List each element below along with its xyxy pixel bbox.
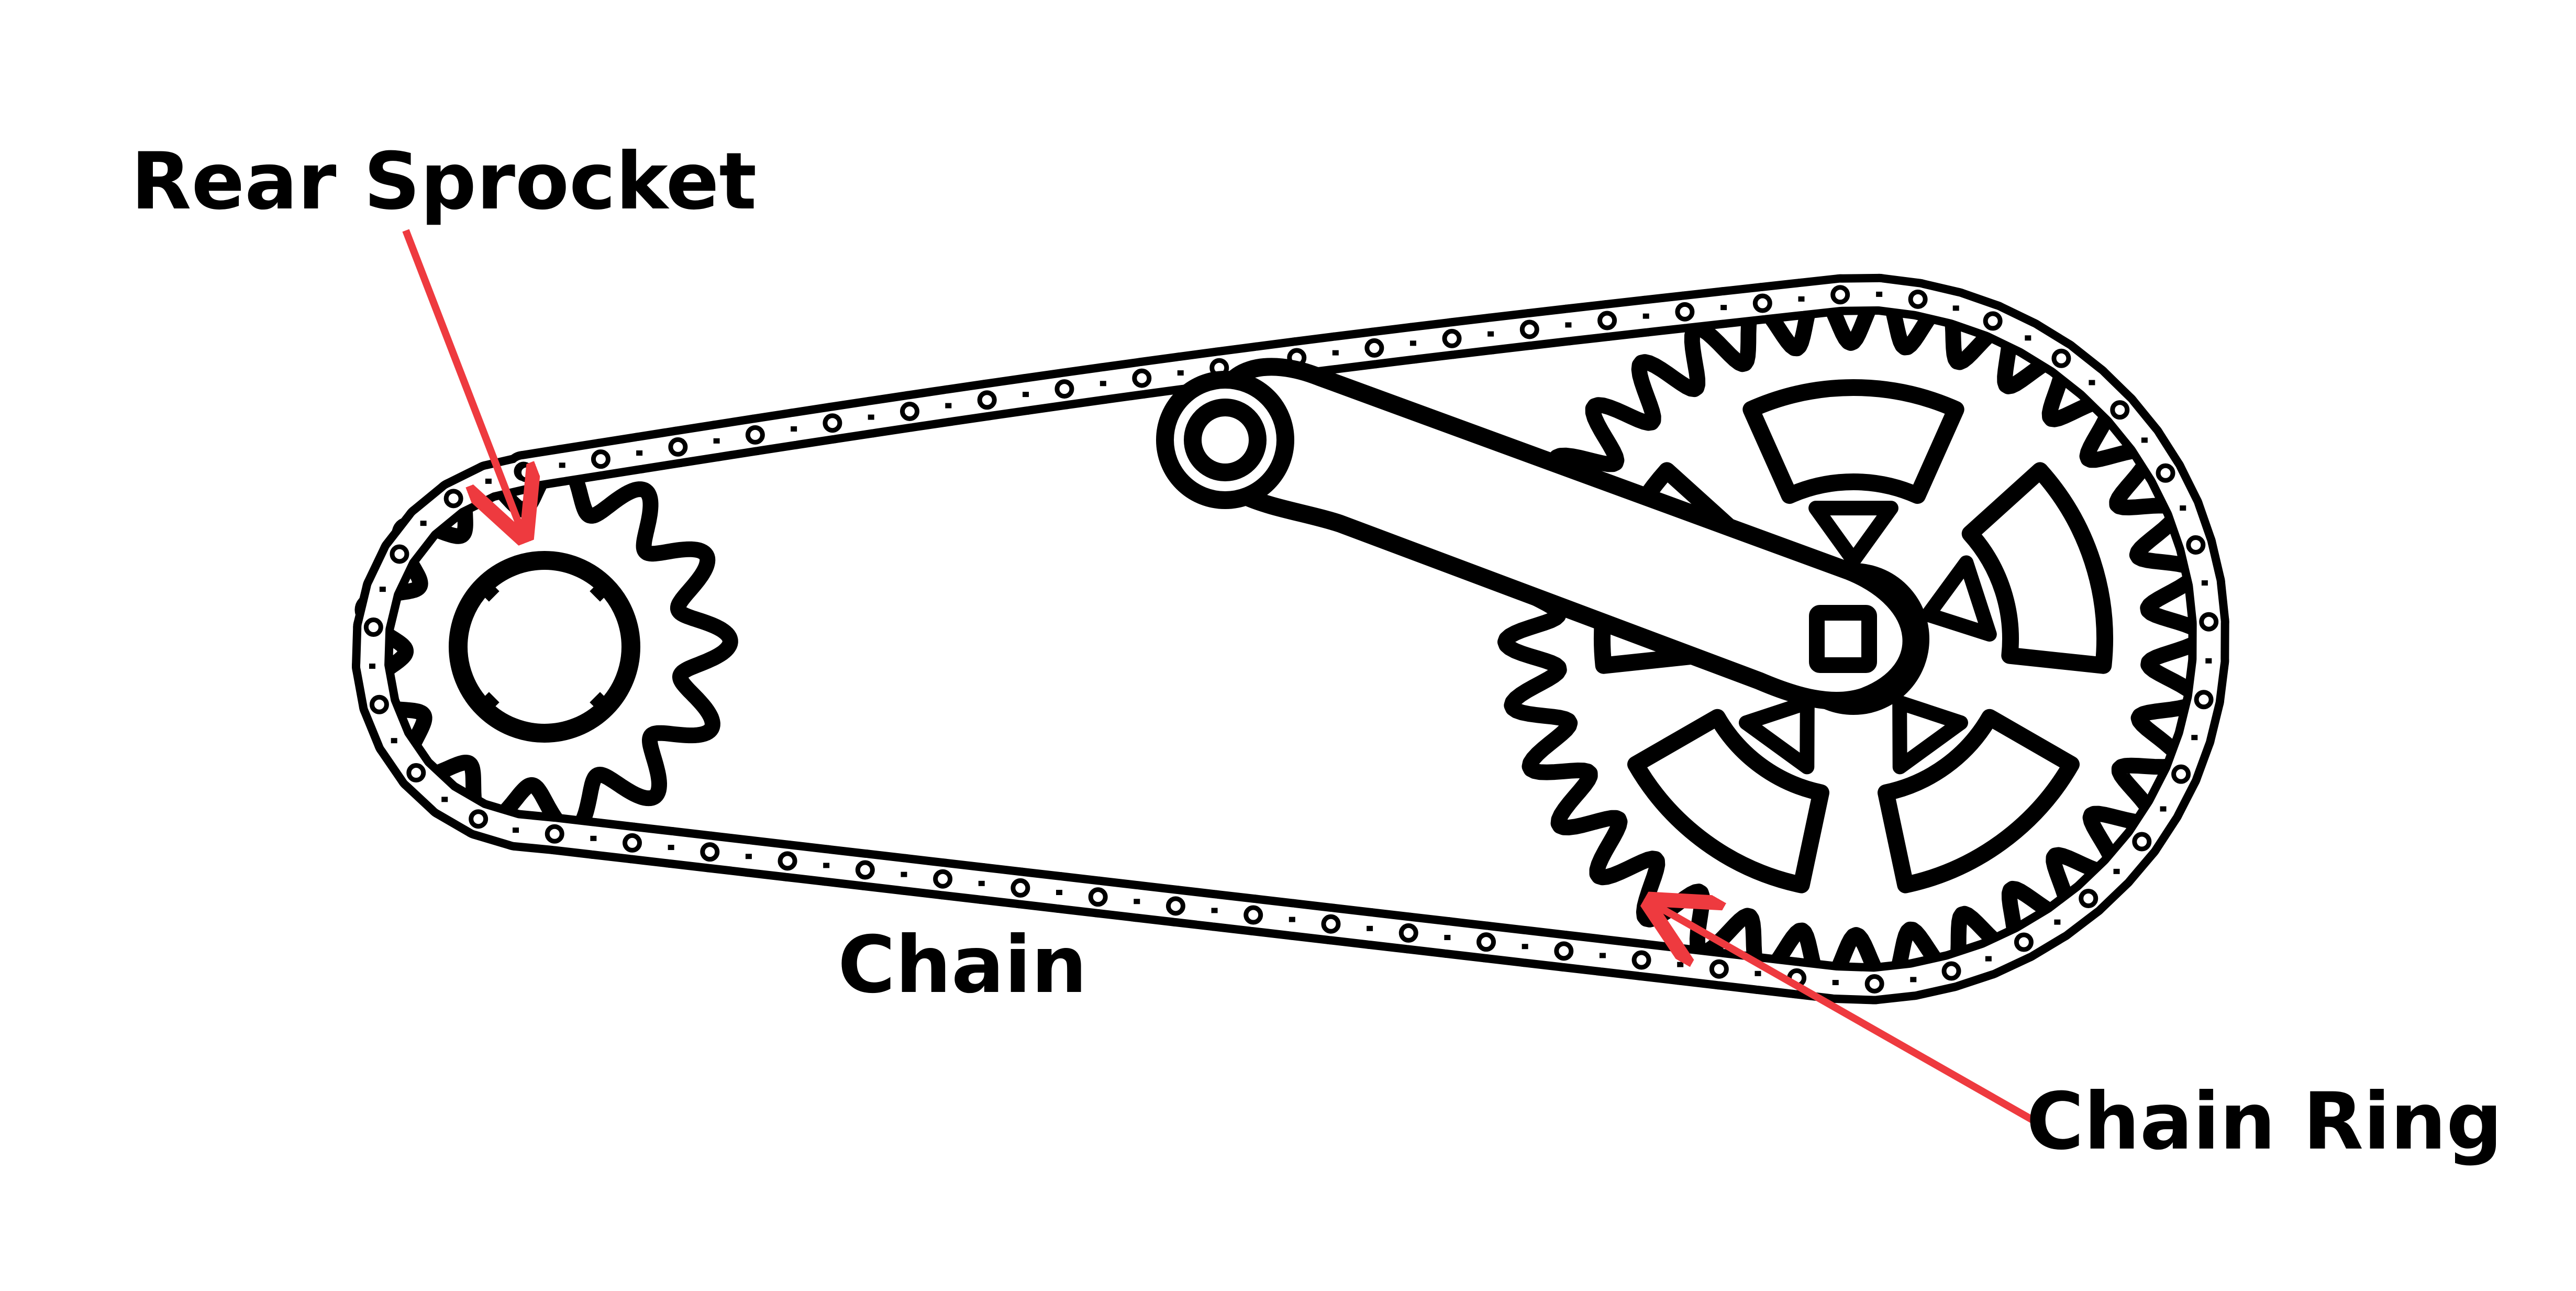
chain-pin: [625, 835, 640, 850]
chain-pin: [1367, 340, 1382, 355]
chain-pin: [2113, 403, 2127, 417]
chain-ring-label: Chain Ring: [2026, 1083, 2503, 1161]
chain-pin: [1712, 962, 1726, 976]
chain-pin: [1135, 371, 1149, 385]
chain-pin: [1445, 331, 1459, 346]
chain-pin: [366, 620, 381, 635]
chain-pin: [2202, 614, 2216, 629]
chain-pin: [1867, 976, 1882, 991]
chain-pin: [980, 393, 994, 407]
chain-pin: [409, 766, 424, 780]
chain-pin: [1246, 908, 1261, 922]
chain-pin: [1678, 304, 1692, 319]
chain-pin: [2054, 351, 2069, 366]
rear-sprocket-label: Rear Sprocket: [131, 142, 757, 221]
chain-pin: [1600, 313, 1615, 328]
chain-pin: [2135, 834, 2149, 849]
chain-pin: [1091, 890, 1105, 904]
chain-pin: [1911, 292, 1925, 306]
chain-pin: [1522, 322, 1537, 337]
chain-pin: [1944, 964, 1959, 978]
chain-pin: [1833, 288, 1848, 302]
chain-pin: [1168, 899, 1183, 913]
chain-pin: [547, 826, 562, 841]
chain-pin: [2016, 935, 2031, 950]
chain-pin: [2196, 692, 2211, 707]
chain-pin: [780, 854, 795, 868]
chain-pin: [2158, 466, 2173, 480]
chain-pin: [446, 491, 461, 506]
chain-pin: [671, 439, 685, 454]
chain-pin: [1324, 917, 1338, 931]
chain-pin: [902, 404, 917, 418]
bottom-bracket-square: [1817, 613, 1869, 665]
chain-pin: [1557, 944, 1571, 958]
chain-pin: [1985, 314, 2000, 328]
chain-pin: [2189, 537, 2203, 552]
chain-pin: [1401, 925, 1416, 940]
chain-pin: [936, 871, 950, 886]
chain-pin: [1479, 935, 1494, 950]
chain-pin: [2081, 891, 2096, 906]
chain-pin: [2174, 767, 2189, 781]
pedal-eye-inner: [1193, 407, 1258, 472]
chain-pin: [1057, 382, 1072, 396]
chain-pin: [372, 697, 386, 712]
chain-pin: [703, 845, 717, 859]
chain-ring-window: [1751, 388, 1956, 495]
chain-pin: [392, 547, 407, 561]
chain-pin: [748, 427, 762, 442]
chain-pin: [471, 812, 486, 826]
chain-pin: [825, 416, 840, 431]
chain-pin: [1013, 880, 1028, 895]
chain-pin: [1634, 953, 1649, 967]
chain-pin: [1755, 296, 1770, 311]
chain-pin: [858, 863, 872, 877]
chain-pin: [519, 465, 534, 480]
chain-pin: [593, 452, 608, 467]
chain-label: Chain: [838, 926, 1087, 1005]
